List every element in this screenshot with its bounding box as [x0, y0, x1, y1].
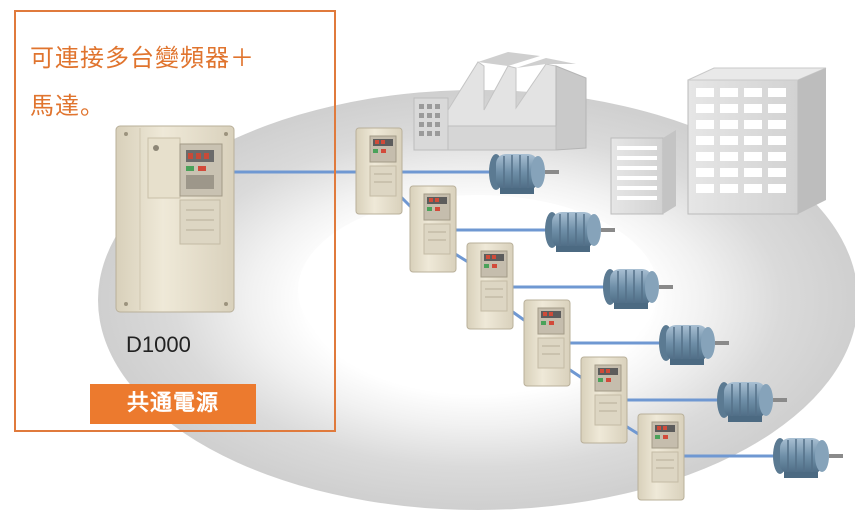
drive-icon — [523, 299, 571, 387]
drive-icon — [355, 127, 403, 215]
office-building-icon — [610, 67, 827, 215]
motor-icon — [545, 212, 615, 252]
connection-lines — [230, 170, 778, 458]
callout-box — [14, 10, 336, 432]
motor-icon — [659, 325, 729, 365]
common-power-badge: 共通電源 — [90, 384, 256, 424]
motor-icon — [603, 269, 673, 309]
drive-model-label: D1000 — [126, 332, 191, 357]
motor-icon — [717, 382, 787, 422]
motor-icon — [489, 154, 559, 194]
main-drive-icon — [115, 125, 235, 313]
motors — [489, 154, 843, 478]
callout-line-1: 可連接多台變頻器＋ — [30, 44, 255, 72]
drive-icon — [637, 413, 685, 501]
factory-building-icon — [413, 52, 587, 151]
callout-line-2: 馬達。 — [30, 92, 105, 120]
motor-icon — [773, 438, 843, 478]
drive-icon — [409, 185, 457, 273]
callout-text: 可連接多台變頻器＋ 馬達。 — [30, 34, 330, 130]
drive-icon — [580, 356, 628, 444]
drives — [355, 127, 685, 501]
drive-icon — [466, 242, 514, 330]
